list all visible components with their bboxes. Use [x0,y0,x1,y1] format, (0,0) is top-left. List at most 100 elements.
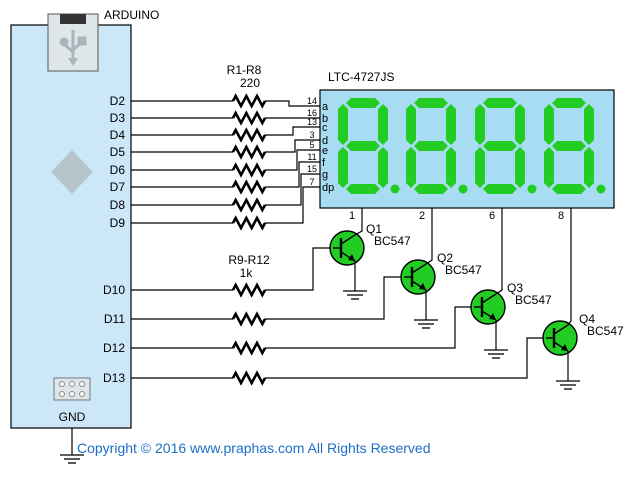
transistor-collector [411,263,427,274]
digit-drive-wire-right-3 [265,337,546,379]
transistor-name: Q4 [579,312,595,326]
segment [446,104,456,145]
segment-wire-right-4 [265,149,320,171]
digit-pin-number: 1 [349,210,355,222]
segment [475,147,485,188]
pin-label-d7: D7 [110,180,126,194]
segment [475,104,485,145]
resistor-digit-12 [231,370,267,386]
segment-letter: d [322,135,328,147]
segment [414,141,448,151]
transistor-model: BC547 [374,234,411,248]
transistor-body [400,259,436,295]
transistor-name: Q1 [366,222,382,236]
segment-wire-right-3 [265,139,320,153]
segment [446,147,456,188]
emitter-arrow-icon [489,313,496,320]
emitter-arrow-icon [419,283,426,290]
digit-4 [544,98,606,194]
transistor-model: BC547 [587,324,624,338]
segment [414,98,448,108]
transistor-ground-symbol [343,290,367,300]
segment-letter: c [322,122,328,134]
segment-pin-number: 7 [309,177,314,187]
pin-label-d11: D11 [104,312,125,326]
pin-label-d4: D4 [110,128,126,142]
pin-label-d3: D3 [110,111,126,125]
resistor-segment-3 [231,127,267,143]
collector-wire [354,228,363,236]
segment [346,141,380,151]
emitter-arrow-icon [561,344,568,351]
transistor-collector [481,293,497,304]
pin-label-d2: D2 [110,94,126,108]
segment-pin-number: 15 [307,164,317,174]
resistor-digit-9 [231,282,267,298]
pin-label-d8: D8 [110,198,126,212]
resistor-segment-5 [231,162,267,178]
segment [483,141,517,151]
segment-pin-number: 11 [307,152,316,162]
digit-pin-number: 6 [489,210,495,222]
segment-wire-right-6 [265,173,320,206]
pin-label-d10: D10 [103,283,125,297]
segment-wire-right-2 [265,126,320,136]
resistor-digit-11 [231,340,267,356]
segment [552,98,586,108]
segment-pin-number: 13 [307,117,317,127]
collector-wire [425,258,433,265]
pin-label-d12: D12 [103,341,125,355]
digit-pin-number: 2 [419,210,425,222]
digit-pin-labels: 1 2 6 8 [349,210,564,222]
segment-resistor-name: R1-R8 [227,63,262,77]
segment [378,104,388,145]
transistor-ground-symbol [556,380,580,390]
segment [584,104,594,145]
copyright-text: Copyright © 2016 www.praphas.com All Rig… [77,440,430,456]
transistor-model: BC547 [445,263,482,277]
transistor-body [542,320,578,356]
segment-letter: dp [322,182,334,194]
display-digits [338,98,606,194]
segment-pin-number: 14 [307,96,317,106]
pin-label-d5: D5 [110,145,126,159]
decimal-point [527,184,537,194]
seven-segment-display [319,89,615,209]
segment-letter: g [322,169,328,181]
pin-label-d6: D6 [110,163,126,177]
transistor-body [329,230,365,266]
resistor-segment-8 [231,215,267,231]
transistor-body [470,289,506,325]
transistor-collector [340,234,356,245]
segment [346,184,380,194]
usb-icon [59,30,87,66]
arduino-body [10,24,132,429]
segment [338,104,348,145]
segment-letter: f [322,157,326,169]
segment [406,104,416,145]
collector-wire [567,318,572,326]
digit-pin-number: 8 [558,210,564,222]
display-part-number: LTC-4727JS [328,70,394,84]
segment [483,98,517,108]
digit-1 [338,98,400,194]
microcontroller-chip-icon [51,150,93,194]
resistor-segment-7 [231,197,267,213]
resistor-segment-4 [231,144,267,160]
digit-drive-wire-right-1 [265,276,404,320]
digit-2 [406,98,468,194]
segment [346,98,380,108]
board-ground-symbol [60,454,84,464]
segment [378,147,388,188]
digit-resistor-value: 1k [240,266,254,280]
transistor-collector [553,324,569,335]
digit-resistor-name: R9-R12 [228,253,270,267]
resistors [231,93,267,386]
segment [515,147,525,188]
